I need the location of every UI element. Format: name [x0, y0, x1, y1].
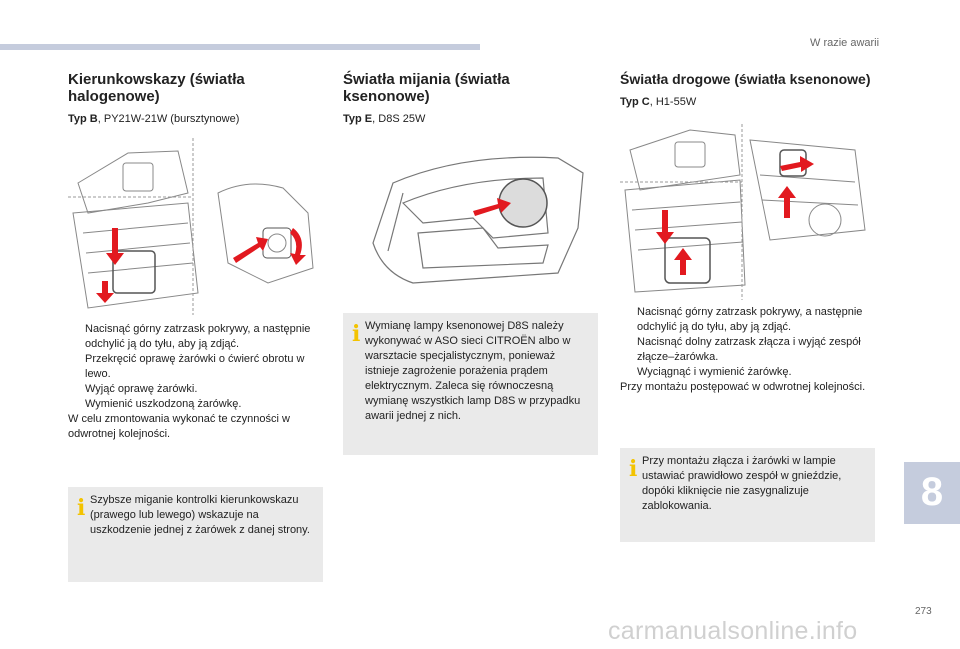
- note-main-beam: i Przy montażu złącza i żarówki w lampie…: [620, 448, 875, 542]
- step-item: Wyjąć oprawę żarówki.: [85, 383, 198, 395]
- header-bar: [0, 44, 480, 50]
- page-number: 273: [915, 606, 932, 617]
- step-item: Nacisnąć górny zatrzask pokrywy, a nastę…: [637, 306, 863, 333]
- note-text: Przy montażu złącza i żarówki w lampie u…: [642, 455, 842, 512]
- type-indicators: Typ B, PY21W-21W (bursztynowe): [68, 113, 240, 125]
- reassembly-text: W celu zmontowania wykonać te czynności …: [68, 413, 290, 440]
- indicator-bulb-illustration: [68, 133, 323, 318]
- steps-indicators: Nacisnąć górny zatrzask pokrywy, a nastę…: [68, 322, 323, 442]
- step-item: Przekręcić oprawę żarówki o ćwierć obrot…: [85, 353, 305, 380]
- type-dipped-beam: Typ E, D8S 25W: [343, 113, 426, 125]
- info-icon: i: [629, 456, 638, 482]
- section-title: W razie awarii: [810, 37, 880, 49]
- chapter-tab: 8: [904, 462, 960, 524]
- title-main-beam: Światła drogowe (światła ksenonowe): [620, 71, 871, 87]
- reassembly-text: Przy montażu postępować w odwrotnej kole…: [620, 381, 866, 393]
- note-text: Wymianę lampy ksenonowej D8S należy wyko…: [365, 320, 581, 422]
- note-dipped-beam: i Wymianę lampy ksenonowej D8S należy wy…: [343, 313, 598, 455]
- type-main-beam: Typ C, H1-55W: [620, 96, 697, 108]
- step-item: Nacisnąć dolny zatrzask złącza i wyjąć z…: [637, 336, 861, 363]
- steps-main-beam: Nacisnąć górny zatrzask pokrywy, a nastę…: [620, 305, 880, 395]
- step-item: Nacisnąć górny zatrzask pokrywy, a nastę…: [85, 323, 311, 350]
- note-indicators: i Szybsze miganie kontrolki kierunkowska…: [68, 487, 323, 582]
- note-text: Szybsze miganie kontrolki kierunkowskazu…: [90, 494, 310, 536]
- watermark: carmanualsonline.info: [608, 617, 858, 645]
- title-dipped-beam: Światła mijania (światła ksenonowe): [343, 71, 510, 105]
- info-icon: i: [352, 321, 361, 347]
- step-item: Wymienić uszkodzoną żarówkę.: [85, 398, 242, 410]
- headlamp-illustration: [343, 133, 598, 318]
- title-indicators: Kierunkowskazy (światła halogenowe): [68, 71, 245, 105]
- main-beam-bulb-illustration: [620, 120, 875, 302]
- chapter-number: 8: [920, 470, 944, 514]
- info-icon: i: [77, 495, 86, 521]
- step-item: Wyciągnąć i wymienić żarówkę.: [637, 366, 792, 378]
